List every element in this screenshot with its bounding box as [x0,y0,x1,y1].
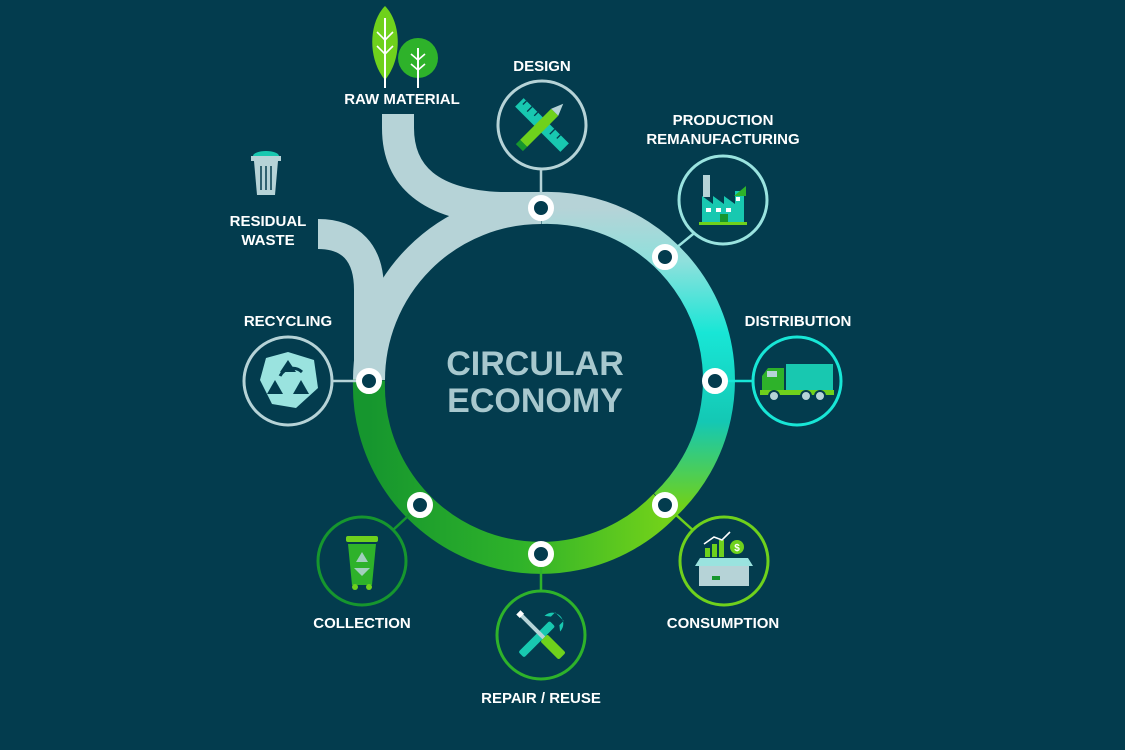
trees-icon [372,6,438,88]
node-production [652,244,678,270]
production-label-line2: REMANUFACTURING [646,131,800,148]
center-title-line1: CIRCULAR [446,345,624,383]
recycle-icon [260,352,318,408]
node-design [528,195,554,221]
consumption-label: CONSUMPTION [666,615,780,632]
ring-segment-right [540,191,735,517]
green-bin-icon [346,536,378,590]
svg-text:$: $ [734,543,740,554]
node-recycling [356,368,382,394]
factory-icon [699,175,747,225]
node-collection [407,492,433,518]
production-label-line1: PRODUCTION [672,112,774,129]
wrench-screwdriver-icon [516,610,565,659]
box-chart-icon: $ [695,531,753,586]
recycling-label: RECYCLING [243,313,333,330]
node-consumption [652,492,678,518]
center-title-line2: ECONOMY [447,382,623,420]
node-repair [528,541,554,567]
pencil-ruler-icon [515,98,569,152]
distribution-label: DISTRIBUTION [744,313,852,330]
residual-waste-label-line1: RESIDUAL [229,213,307,230]
ring-segment-bottom [352,379,677,574]
residual-waste-stream [317,219,384,380]
repair-reuse-label: REPAIR / REUSE [481,690,601,707]
collection-label: COLLECTION [313,615,411,632]
residual-waste-label-line2: WASTE [241,232,295,249]
raw-material-label: RAW MATERIAL [344,91,460,108]
residual-waste-label: RESIDUAL WASTE [218,212,318,250]
trash-can-icon [251,151,281,195]
production-label: PRODUCTION REMANUFACTURING [633,111,813,149]
production-circle [677,154,769,246]
ring-segment-top [353,192,542,381]
node-distribution [702,368,728,394]
truck-icon [760,364,834,402]
design-label: DESIGN [513,58,571,75]
